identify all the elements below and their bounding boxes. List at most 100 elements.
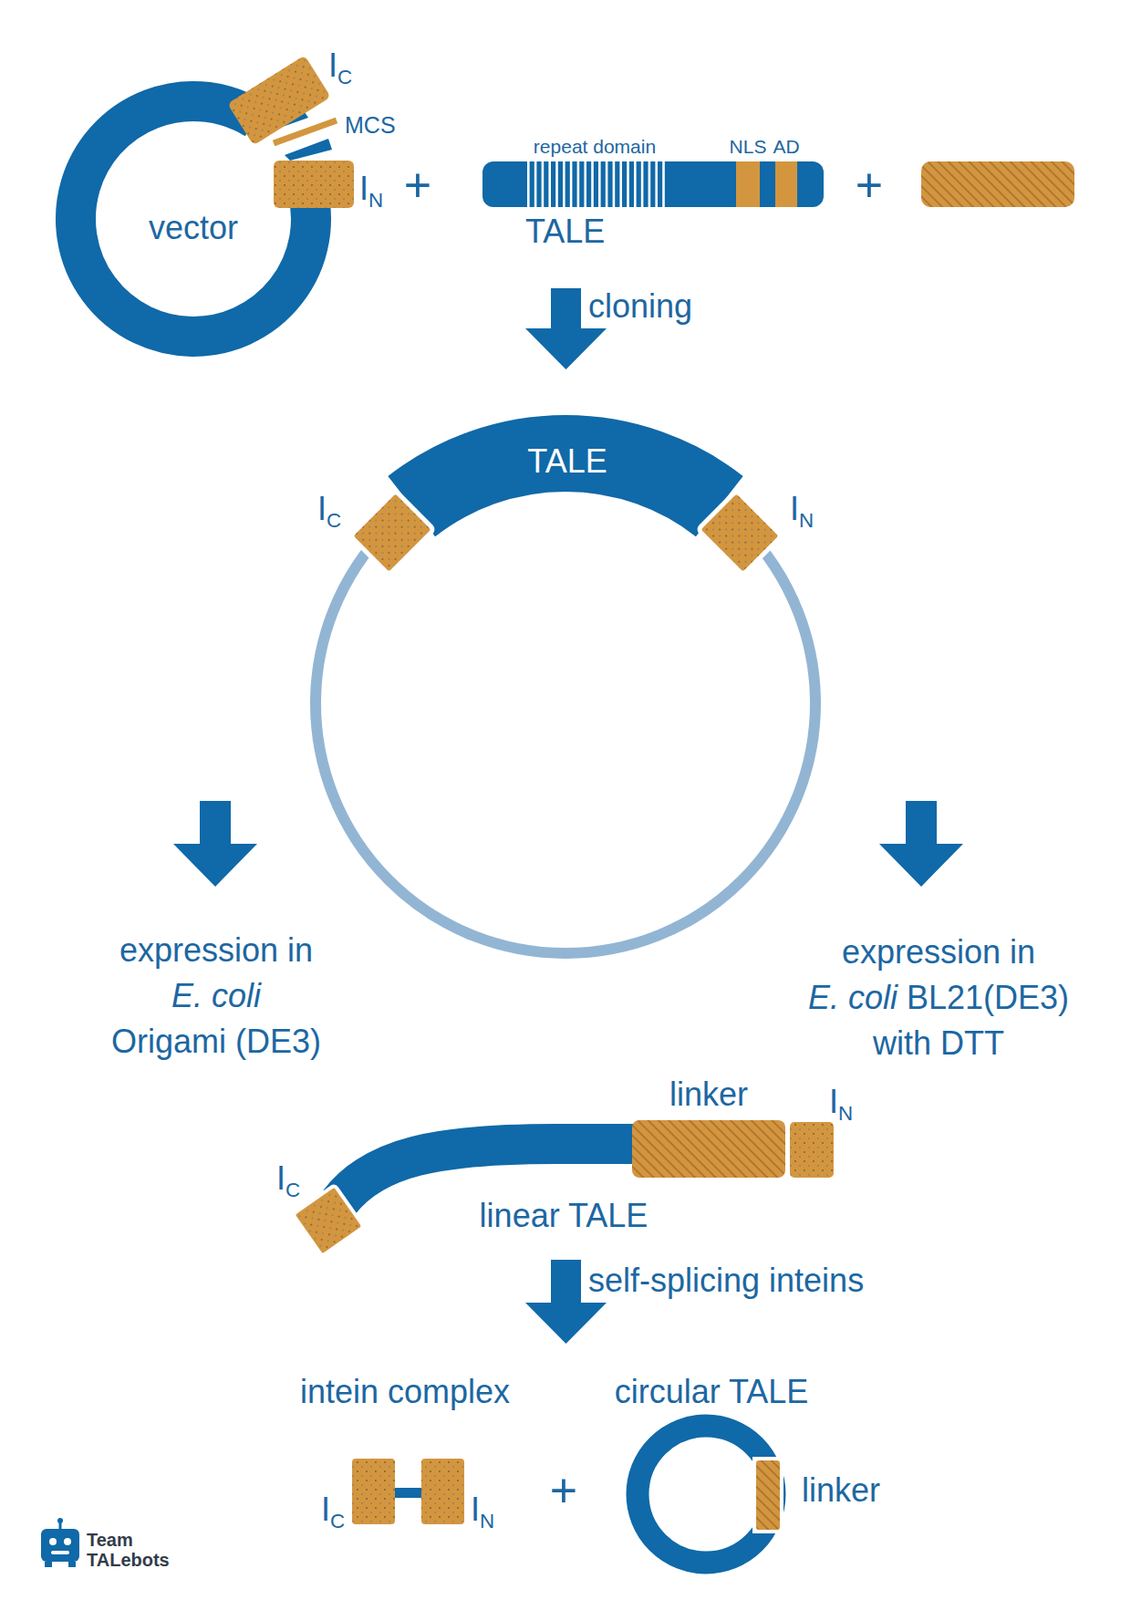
logo-eye [49, 1537, 57, 1546]
main-letter: I [317, 489, 327, 528]
repeat-stripe [648, 161, 652, 208]
linker-block [921, 161, 1075, 208]
repeat-stripe [654, 161, 658, 208]
logo-text: Team [86, 1528, 134, 1551]
main-letter: I [829, 1082, 839, 1121]
step-label: self-splicing inteins [588, 1260, 864, 1300]
linker-label: linker [801, 1470, 881, 1510]
text-word: in [287, 931, 313, 969]
intein-n-block [421, 1458, 465, 1525]
tale-bar [482, 161, 824, 208]
intein-bond [394, 1487, 422, 1498]
linker-label: linker [669, 1074, 748, 1114]
logo-antenna-tip [57, 1517, 63, 1524]
intein-label: IC [321, 1489, 345, 1529]
plus-sign: + [404, 156, 432, 214]
intein-label: IC [276, 1158, 301, 1198]
plasmid-label: vector [148, 207, 239, 248]
logo-robot [41, 1528, 80, 1562]
repeat-stripe [619, 161, 623, 208]
text-word: coli [848, 978, 898, 1017]
repeat-stripe [641, 161, 644, 208]
block-arrow [879, 800, 964, 887]
repeat-stripe [562, 161, 566, 208]
repeat-stripe [662, 161, 665, 208]
intein-n-block [697, 490, 782, 575]
intein-c-block [350, 490, 435, 575]
repeat-stripe [612, 161, 616, 208]
repeat-stripe [583, 161, 587, 208]
domain-label: AD [772, 134, 799, 158]
step-label: cloning [588, 286, 693, 326]
product-label: circular TALE [614, 1371, 810, 1412]
repeat-stripe [534, 161, 538, 208]
linker-block [756, 1460, 780, 1530]
repeat-stripe [598, 161, 602, 208]
domain-label: NLS [729, 134, 768, 158]
repeat-stripe [555, 161, 559, 208]
subscript: C [337, 65, 353, 89]
intein-label: IN [359, 168, 384, 208]
intein-label: IC [317, 488, 342, 529]
text-word: BL21(DE3) [906, 978, 1069, 1017]
circular-tale: circular TALE [625, 1413, 787, 1575]
logo-mouth [51, 1550, 70, 1555]
repeat-stripe [577, 161, 581, 208]
text-word: in [1009, 933, 1036, 971]
product-label: linear TALE [479, 1195, 649, 1235]
text-word: expression [841, 933, 1001, 971]
linker-block [632, 1120, 786, 1178]
vector-ring [75, 101, 312, 337]
linker-box: linker [632, 1120, 786, 1178]
product-label: intein complex [300, 1371, 510, 1412]
construct-label: TALE [525, 211, 605, 251]
vector-fragment [284, 138, 333, 161]
logo-text: TALebots [86, 1548, 170, 1571]
main-letter: I [321, 1490, 331, 1528]
intein-label: IN [829, 1081, 853, 1121]
plus-sign: + [855, 156, 883, 214]
main-letter: I [789, 489, 799, 528]
intein-label: IN [470, 1489, 495, 1529]
logo-eye [63, 1537, 72, 1546]
block-arrow [173, 800, 258, 887]
ring-gap [752, 1456, 784, 1534]
text-word: E. [808, 978, 840, 1017]
logo-foot [68, 1561, 76, 1567]
repeat-stripe [633, 161, 637, 208]
plasmid-ring: vector [55, 81, 332, 357]
intein-n-block [789, 1121, 834, 1178]
repeat-stripe [541, 161, 545, 208]
text-word: Origami [111, 1022, 227, 1060]
subscript: N [479, 1509, 495, 1533]
site-label: MCS [344, 111, 396, 139]
insert-label: TALE [527, 441, 607, 481]
subscript: N [798, 508, 814, 532]
text-word: DTT [940, 1024, 1005, 1062]
text-word: (DE3) [235, 1022, 322, 1060]
subscript: C [285, 1178, 301, 1202]
text-word: E. [171, 976, 203, 1015]
repeat-stripes [527, 161, 665, 208]
tale-construct: repeat domainNLSADTALE [482, 161, 824, 208]
main-letter: I [470, 1490, 480, 1528]
plasmid-backbone [315, 453, 816, 954]
step-label: expression in E. coli Origami (DE3) [111, 927, 322, 1065]
subscript: C [330, 1509, 345, 1533]
repeat-stripe [591, 161, 594, 208]
logo-foot [44, 1561, 52, 1567]
plus-sign: + [549, 1462, 578, 1519]
intein-c-block [352, 1458, 395, 1525]
nls-block [736, 161, 760, 208]
subscript: C [326, 508, 342, 532]
intein-c-block [292, 1184, 364, 1256]
subscript: N [368, 188, 384, 212]
text-word: with [872, 1024, 932, 1062]
text-word: coli [211, 976, 261, 1015]
intein-label: IN [789, 488, 814, 529]
main-letter: I [276, 1159, 286, 1197]
tale-arc: TALE [401, 419, 730, 511]
main-letter: I [359, 169, 369, 208]
repeat-stripe [605, 161, 609, 208]
